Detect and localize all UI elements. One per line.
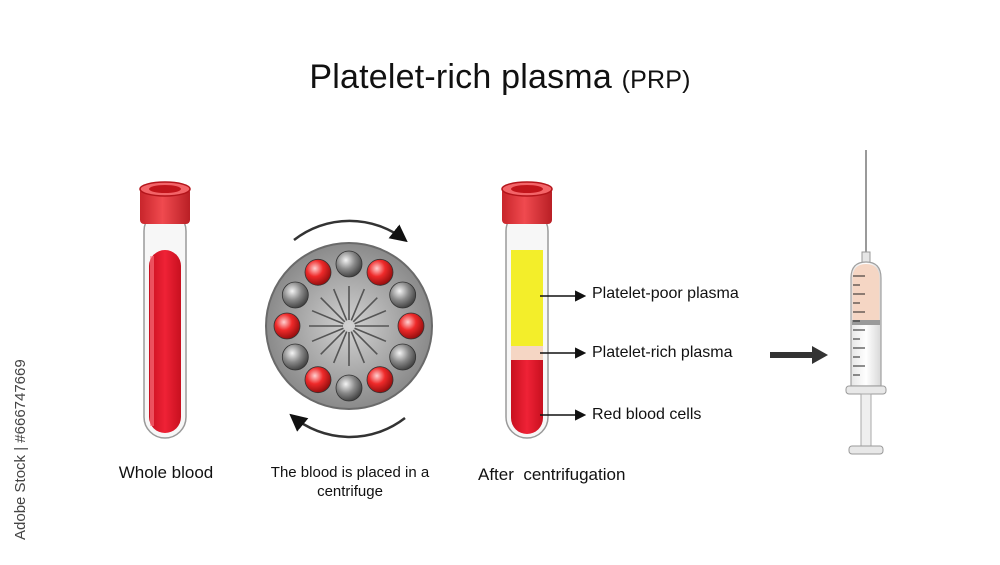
centrifuge-tube-grey	[281, 281, 309, 309]
whole-blood-fill	[149, 250, 181, 433]
separated-tube	[501, 181, 553, 439]
centrifuge-ray	[311, 309, 344, 325]
centrifuge-tube-red	[273, 312, 301, 340]
syringe	[845, 150, 887, 455]
centrifuge-ray	[352, 329, 378, 355]
centrifuge-tube-red	[304, 366, 332, 394]
centrifuge-tube-grey	[335, 250, 363, 278]
centrifuge-ray	[332, 288, 348, 321]
caption-after-centrifugation: After centrifugation	[478, 465, 626, 484]
watermark-text: Adobe Stock | #666747669	[12, 359, 29, 540]
syringe-plunger-rod	[860, 393, 872, 447]
centrifuge-ray	[320, 297, 346, 323]
centrifuge	[265, 219, 433, 439]
centrifuge-ray	[352, 297, 378, 323]
centrifuge-ray	[350, 288, 366, 321]
centrifuge-tube-grey	[335, 374, 363, 402]
centrifuge-ray	[354, 327, 387, 343]
centrifuge-tube-grey	[389, 281, 417, 309]
syringe-flange	[845, 385, 887, 395]
rotation-arrow-bottom	[289, 413, 406, 439]
centrifuge-disc	[265, 242, 433, 410]
title-main: Platelet-rich plasma	[309, 58, 612, 96]
centrifuge-tube-red	[366, 366, 394, 394]
title-suffix: (PRP)	[621, 66, 691, 94]
diagram-title: Platelet-rich plasma (PRP)	[0, 58, 1000, 97]
tube-cap	[140, 188, 190, 224]
syringe-prp-fill	[852, 264, 880, 322]
centrifuge-rays	[309, 286, 389, 366]
label-red-blood-cells: Red blood cells	[592, 406, 702, 423]
centrifuge-ray	[332, 331, 348, 364]
centrifuge-tubes	[273, 250, 425, 402]
centrifuge-tube-grey	[281, 343, 309, 371]
layer-platelet-rich-plasma	[511, 346, 543, 360]
centrifuge-ray	[350, 331, 366, 364]
layer-red-blood-cells	[511, 360, 543, 434]
syringe-plunger-head	[848, 445, 884, 455]
caption-whole-blood: Whole blood	[118, 463, 214, 482]
transfer-arrow	[770, 346, 828, 364]
label-platelet-poor-plasma: Platelet-poor plasma	[592, 285, 739, 302]
tube-cap	[502, 188, 552, 224]
centrifuge-tube-grey	[389, 343, 417, 371]
layer-platelet-poor-plasma	[511, 250, 543, 346]
centrifuge-tube-red	[397, 312, 425, 340]
whole-blood-tube	[139, 181, 191, 439]
centrifuge-ray	[320, 329, 346, 355]
caption-centrifuge: The blood is placed in a centrifuge	[270, 464, 430, 500]
watermark: Adobe Stock | #666747669	[0, 0, 36, 565]
centrifuge-tube-red	[304, 258, 332, 286]
centrifuge-tube-red	[366, 258, 394, 286]
rotation-arrow-top	[293, 219, 408, 243]
centrifuge-ray	[354, 309, 387, 325]
centrifuge-ray	[311, 327, 344, 343]
label-platelet-rich-plasma: Platelet-rich plasma	[592, 344, 733, 361]
